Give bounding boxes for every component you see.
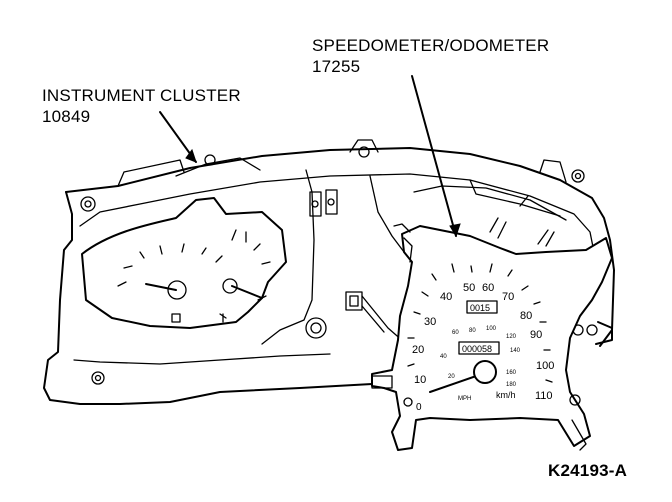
callout-leaders bbox=[159, 75, 461, 238]
kmh-label-100: 100 bbox=[486, 326, 497, 332]
speedometer-needle bbox=[429, 373, 483, 393]
mph-label-10: 10 bbox=[414, 374, 426, 386]
trip-odometer-reading: 0015 bbox=[470, 303, 490, 313]
kmh-label-160: 160 bbox=[506, 370, 517, 376]
figure-id: K24193-A bbox=[548, 461, 628, 480]
speedometer-faceplate: 0 10 20 30 40 50 60 70 80 90 100 110 20 … bbox=[371, 223, 613, 451]
kmh-label-20: 20 bbox=[448, 374, 455, 380]
kmh-unit-label: km/h bbox=[496, 390, 516, 400]
cluster-housing bbox=[43, 139, 615, 405]
left-gauge-face bbox=[81, 197, 287, 329]
kmh-label-40: 40 bbox=[440, 354, 447, 360]
mph-label-30: 30 bbox=[424, 316, 436, 328]
instrument-cluster-part-number: 10849 bbox=[42, 107, 91, 126]
mph-label-80: 80 bbox=[520, 310, 532, 322]
instrument-cluster-arrowhead bbox=[185, 148, 197, 163]
instrument-cluster-label: INSTRUMENT CLUSTER bbox=[42, 86, 241, 105]
mph-label-40: 40 bbox=[440, 291, 452, 303]
needle-hub bbox=[473, 360, 497, 384]
speedometer-odometer-part-number: 17255 bbox=[312, 57, 361, 76]
mph-label-50: 50 bbox=[463, 282, 475, 294]
speedometer-leader bbox=[411, 75, 457, 237]
kmh-label-60: 60 bbox=[452, 330, 459, 336]
mph-unit-label: MPH bbox=[458, 396, 471, 402]
kmh-label-120: 120 bbox=[506, 334, 517, 340]
speedometer-arrowhead bbox=[449, 223, 461, 238]
mph-label-90: 90 bbox=[530, 329, 542, 341]
mph-label-20: 20 bbox=[412, 344, 424, 356]
kmh-label-80: 80 bbox=[469, 328, 476, 334]
mph-label-100: 100 bbox=[536, 360, 554, 372]
odometer-reading: 000058 bbox=[462, 344, 492, 354]
mph-label-60: 60 bbox=[482, 282, 494, 294]
kmh-label-180: 180 bbox=[506, 382, 517, 388]
kmh-label-140: 140 bbox=[510, 348, 521, 354]
mph-label-110: 110 bbox=[535, 390, 553, 402]
speedometer-odometer-label: SPEEDOMETER/ODOMETER bbox=[312, 36, 550, 55]
trip-odometer-window bbox=[466, 300, 498, 314]
mph-label-70: 70 bbox=[502, 291, 514, 303]
odometer-window bbox=[458, 341, 500, 355]
mph-label-0: 0 bbox=[416, 402, 422, 413]
